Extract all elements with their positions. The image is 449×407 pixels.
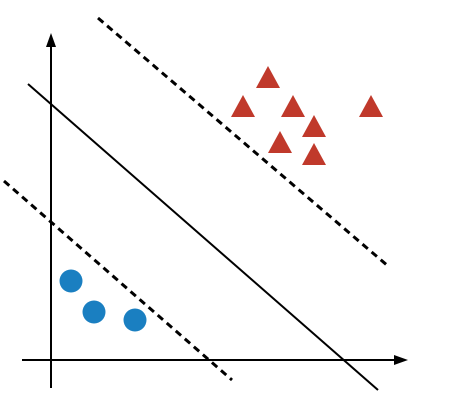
triangle-marker xyxy=(281,95,305,117)
triangle-marker xyxy=(256,66,280,88)
x-axis-arrowhead xyxy=(394,355,408,365)
circle-marker xyxy=(123,308,147,332)
circle-marker xyxy=(82,300,106,324)
boundaries xyxy=(3,16,389,391)
class-b-points xyxy=(59,269,147,332)
decision-boundary-line xyxy=(27,83,379,391)
triangle-marker xyxy=(231,95,255,117)
upper-margin-line xyxy=(97,16,389,268)
lower-margin-line xyxy=(3,179,233,382)
triangle-marker xyxy=(302,115,326,137)
triangle-marker xyxy=(302,143,326,165)
circle-marker xyxy=(59,269,83,293)
y-axis-arrowhead xyxy=(46,33,56,47)
triangle-marker xyxy=(359,95,383,117)
class-a-points xyxy=(231,66,383,165)
triangle-marker xyxy=(268,131,292,153)
